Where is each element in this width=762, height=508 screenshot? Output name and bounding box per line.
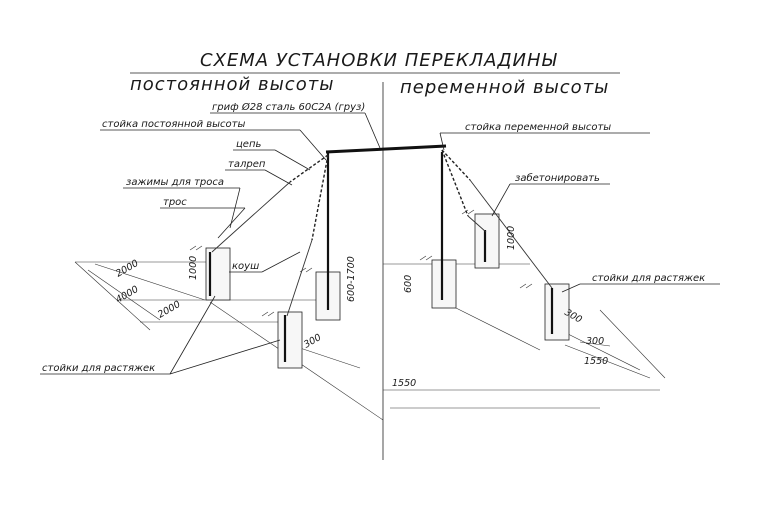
label-clamps: зажимы для троса: [126, 177, 224, 188]
label-anchor-posts-left: стойки для растяжек: [42, 363, 155, 374]
dim-1550-right: 1550: [584, 356, 608, 367]
label-fixed-post: стойка постоянной высоты: [102, 119, 246, 130]
guy-cables: [211, 179, 553, 317]
dim-2000-b: 2000: [156, 299, 182, 321]
dim-600-1700: 600-1700: [346, 256, 357, 302]
dim-2000-a: 2000: [114, 258, 140, 280]
footing-variable-post-back: [474, 213, 500, 269]
label-variable-post: стойка переменной высоты: [465, 122, 611, 133]
dim-300-right-b: 300: [586, 336, 604, 347]
dim-1550-bottom: 1550: [392, 378, 416, 389]
dim-1000-right: 1000: [506, 226, 517, 250]
footing-anchor-right: [544, 283, 570, 341]
dim-4000: 4000: [114, 284, 140, 306]
label-turnbuckle: талреп: [228, 159, 266, 170]
label-bar: гриф Ø28 сталь 60С2А (груз): [212, 101, 365, 113]
footing-anchor-left-front: [277, 311, 303, 369]
label-thimble: коуш: [232, 261, 259, 272]
crossbar: [325, 144, 447, 154]
left-subtitle: постоянной высоты: [130, 74, 334, 95]
label-anchor-posts-right: стойки для растяжек: [592, 273, 705, 284]
label-concrete: забетонировать: [515, 172, 600, 184]
right-subtitle: переменной высоты: [400, 77, 609, 98]
ground-hatching: [189, 209, 533, 317]
label-cable: трос: [163, 197, 187, 208]
drawing-title: СХЕМА УСТАНОВКИ ПЕРЕКЛАДИНЫ: [200, 50, 558, 71]
label-chain: цепь: [236, 139, 261, 150]
dim-1000-left: 1000: [188, 256, 199, 280]
ground-lines-right: [383, 263, 666, 409]
leader-lines: [40, 112, 720, 375]
dim-600-right: 600: [403, 275, 414, 293]
guy-chains: [289, 149, 471, 241]
dim-300-left: 300: [302, 332, 323, 351]
footing-variable-post-front: [431, 259, 457, 309]
